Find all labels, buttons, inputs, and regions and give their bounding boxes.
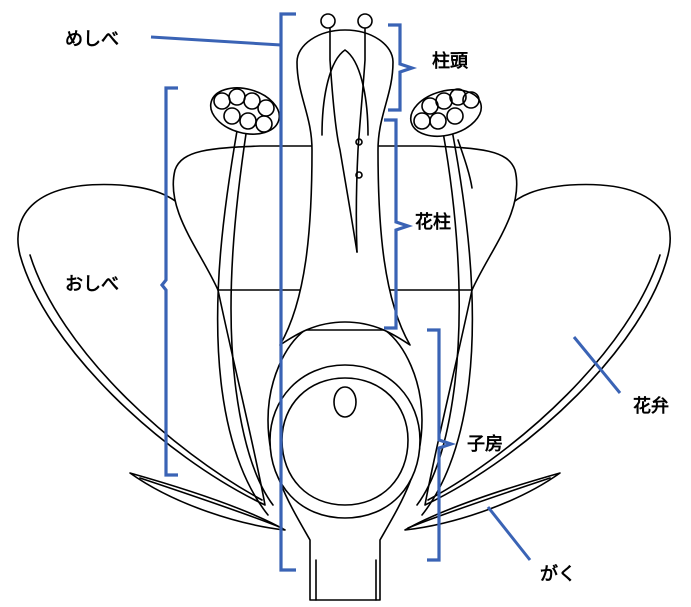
- sepal-right: [404, 472, 561, 531]
- label-ovary: 子房: [467, 433, 503, 455]
- leader-pistil: [150, 35, 282, 47]
- anther-left: [209, 87, 281, 135]
- pistil: [267, 13, 423, 601]
- stamen-right: [416, 129, 474, 516]
- leader-petal: [572, 336, 622, 394]
- label-style: 花柱: [415, 211, 451, 233]
- label-stigma: 柱頭: [432, 50, 469, 72]
- bracket-stigma: [388, 23, 418, 112]
- stamen-left: [216, 124, 274, 516]
- label-pistil: めしべ: [65, 29, 119, 50]
- sepal-left: [129, 472, 286, 531]
- leader-sepal: [486, 506, 532, 561]
- anther-right: [409, 88, 483, 138]
- bracket-ovary: [427, 328, 457, 562]
- bracket-pistil: [279, 12, 296, 572]
- label-stamen: おしべ: [65, 274, 119, 295]
- label-petal: 花弁: [633, 395, 669, 417]
- bracket-stamen: [159, 86, 178, 477]
- label-sepal: がく: [540, 563, 576, 585]
- bracket-style: [384, 118, 414, 330]
